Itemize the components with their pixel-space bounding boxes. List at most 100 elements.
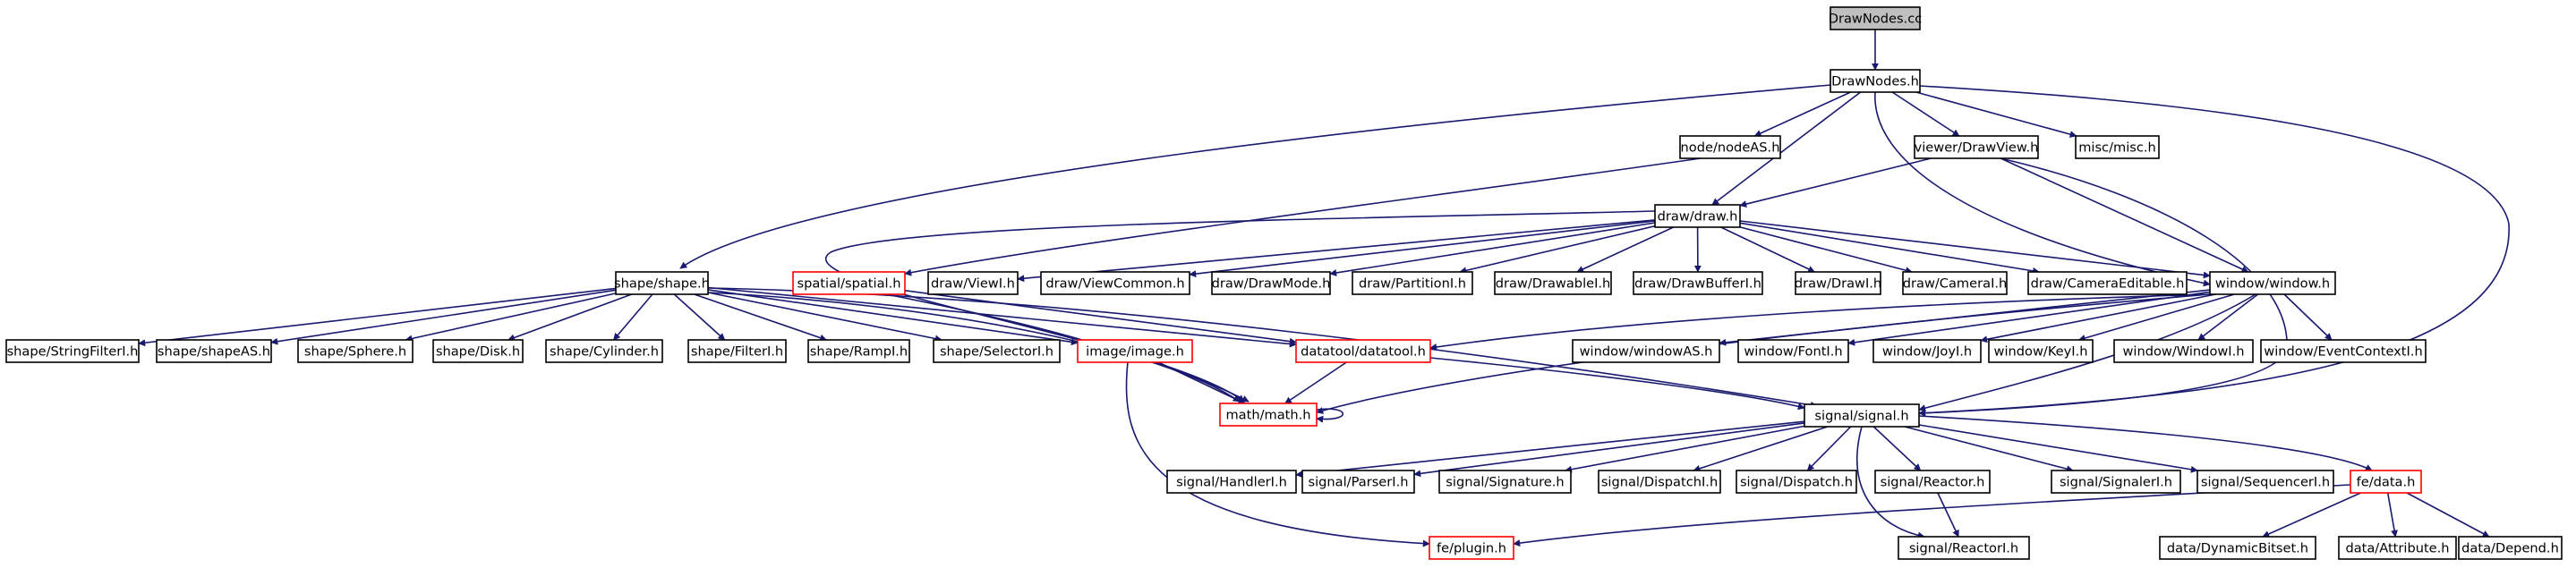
dependency-edge xyxy=(2197,293,2259,341)
node-drawnodes-h[interactable]: DrawNodes.h xyxy=(1830,69,1921,93)
edge-arrow xyxy=(1918,415,2373,471)
edge-arrow xyxy=(1720,226,1816,273)
node-draw-drawbufferi[interactable]: draw/DrawBufferI.h xyxy=(1633,271,1763,295)
node-signal-dispatch[interactable]: signal/Dispatch.h xyxy=(1736,470,1857,494)
dependency-edge xyxy=(1918,293,2256,412)
node-window-windowi[interactable]: window/WindowI.h xyxy=(2113,339,2254,363)
node-viewer-drawview[interactable]: viewer/DrawView.h xyxy=(1914,135,2039,159)
node-box xyxy=(1795,271,1881,295)
edge-arrow xyxy=(138,287,617,347)
node-label: data/Depend.h xyxy=(2461,541,2559,556)
node-signal-parseri[interactable]: signal/ParserI.h xyxy=(1301,470,1415,494)
node-label: signal/SequencerI.h xyxy=(2201,475,2330,490)
node-window-windowas[interactable]: window/windowAS.h xyxy=(1572,339,1720,363)
node-label: window/windowAS.h xyxy=(1580,344,1713,360)
node-shape-shape[interactable]: shape/shape.h xyxy=(614,271,710,295)
node-draw-drawablei[interactable]: draw/DrawableI.h xyxy=(1494,271,1612,295)
node-signal-dispatchi[interactable]: signal/DispatchI.h xyxy=(1598,470,1721,494)
node-signal-reactori[interactable]: signal/ReactorI.h xyxy=(1898,536,2030,560)
node-draw-drawmode[interactable]: draw/DrawMode.h xyxy=(1211,271,1331,295)
edge-arrow xyxy=(1753,91,1851,137)
node-draw-camerai[interactable]: draw/CameraI.h xyxy=(1902,271,2008,295)
edge-arrow xyxy=(694,293,828,342)
dependency-edge xyxy=(2262,492,2361,538)
node-draw-drawi[interactable]: draw/DrawI.h xyxy=(1795,271,1881,295)
node-draw-partitioni[interactable]: draw/PartitionI.h xyxy=(1352,271,1473,295)
edge-arrow xyxy=(1576,226,1674,273)
node-shape-shapeas[interactable]: shape/shapeAS.h xyxy=(156,339,272,363)
node-window-eventcontexti[interactable]: window/EventContextI.h xyxy=(2260,339,2427,363)
node-draw-cameraeditable[interactable]: draw/CameraEditable.h xyxy=(2027,271,2188,295)
node-label: draw/DrawableI.h xyxy=(1496,276,1611,292)
node-signal-reactor[interactable]: signal/Reactor.h xyxy=(1874,470,1991,494)
node-shape-rampi[interactable]: shape/RampI.h xyxy=(807,339,910,363)
dependency-edge xyxy=(1874,91,2211,287)
node-signal-signaleri[interactable]: signal/SignalerI.h xyxy=(2051,470,2181,494)
node-shape-stringfilteri[interactable]: shape/StringFilterI.h xyxy=(5,339,140,363)
node-box xyxy=(1804,403,1920,428)
node-datatool-datatool[interactable]: datatool/datatool.h xyxy=(1295,339,1431,363)
dependency-edge xyxy=(138,287,617,347)
node-label: fe/plugin.h xyxy=(1437,541,1506,556)
node-shape-selectori[interactable]: shape/SelectorI.h xyxy=(933,339,1061,363)
edge-arrow xyxy=(1125,361,1430,547)
node-box xyxy=(2260,339,2427,363)
node-label: window/KeyI.h xyxy=(1994,344,2088,360)
dependency-edge xyxy=(270,289,617,345)
node-window-keyi[interactable]: window/KeyI.h xyxy=(1988,339,2094,363)
node-math-math[interactable]: math/math.h xyxy=(1219,403,1318,427)
node-label: draw/ViewI.h xyxy=(931,276,1015,292)
node-label: window/WindowI.h xyxy=(2122,344,2244,360)
dependency-edge xyxy=(904,290,1297,345)
node-window-window[interactable]: window/window.h xyxy=(2209,271,2336,295)
edge-arrow xyxy=(1739,226,1913,275)
dependency-edge xyxy=(2077,293,2235,342)
node-fe-plugin[interactable]: fe/plugin.h xyxy=(1429,536,1514,560)
node-signal-signal[interactable]: signal/signal.h xyxy=(1804,403,1920,428)
node-data-depend[interactable]: data/Depend.h xyxy=(2458,536,2563,560)
dependency-edge xyxy=(1295,420,1805,479)
dependency-edge xyxy=(1125,361,1430,547)
node-misc-misc[interactable]: misc/misc.h xyxy=(2075,135,2160,159)
edge-arrow xyxy=(2000,157,2249,273)
node-draw-viewi[interactable]: draw/ViewI.h xyxy=(927,271,1019,295)
node-draw-viewcommon[interactable]: draw/ViewCommon.h xyxy=(1040,271,1190,295)
node-signal-signature[interactable]: signal/Signature.h xyxy=(1438,470,1572,494)
node-shape-filteri[interactable]: shape/FilterI.h xyxy=(687,339,787,363)
edge-arrow xyxy=(1413,422,1805,478)
node-window-joyi[interactable]: window/JoyI.h xyxy=(1872,339,1982,363)
dependency-edge xyxy=(1915,91,2077,138)
node-signal-handleri[interactable]: signal/HandlerI.h xyxy=(1166,470,1297,494)
node-box xyxy=(1494,271,1612,295)
node-box xyxy=(1736,470,1857,494)
node-window-fonti[interactable]: window/FontI.h xyxy=(1737,339,1849,363)
edge-arrow xyxy=(707,292,943,343)
dependency-edge xyxy=(1429,357,1805,411)
node-box xyxy=(2209,271,2336,295)
dependency-edge xyxy=(707,289,1079,346)
edge-arrow xyxy=(1693,426,1829,472)
node-label: draw/CameraEditable.h xyxy=(2031,276,2185,292)
node-box xyxy=(545,339,663,363)
dependency-edge xyxy=(1576,226,1674,273)
node-shape-cylinder[interactable]: shape/Cylinder.h xyxy=(545,339,663,363)
node-box xyxy=(1211,271,1331,295)
node-data-dynamicbitset[interactable]: data/DynamicBitset.h xyxy=(2159,536,2316,560)
node-signal-sequenceri[interactable]: signal/SequencerI.h xyxy=(2196,470,2334,494)
node-image-image[interactable]: image/image.h xyxy=(1077,339,1193,363)
dependency-edge xyxy=(1329,222,1656,276)
node-data-attribute[interactable]: data/Attribute.h xyxy=(2338,536,2457,560)
node-drawnodes-cc[interactable]: DrawNodes.cc xyxy=(1829,6,1923,30)
node-draw-draw[interactable]: draw/draw.h xyxy=(1654,204,1741,228)
node-label: draw/draw.h xyxy=(1658,209,1738,225)
node-node-nodeas[interactable]: node/nodeAS.h xyxy=(1679,135,1781,159)
edge-arrow xyxy=(1329,222,1656,276)
node-shape-sphere[interactable]: shape/Sphere.h xyxy=(297,339,414,363)
node-spatial-spatial[interactable]: spatial/spatial.h xyxy=(792,271,906,295)
node-fe-data[interactable]: fe/data.h xyxy=(2350,470,2422,494)
node-label: window/EventContextI.h xyxy=(2264,344,2422,360)
node-box xyxy=(156,339,272,363)
node-shape-disk[interactable]: shape/Disk.h xyxy=(432,339,524,363)
node-box xyxy=(1438,470,1572,494)
